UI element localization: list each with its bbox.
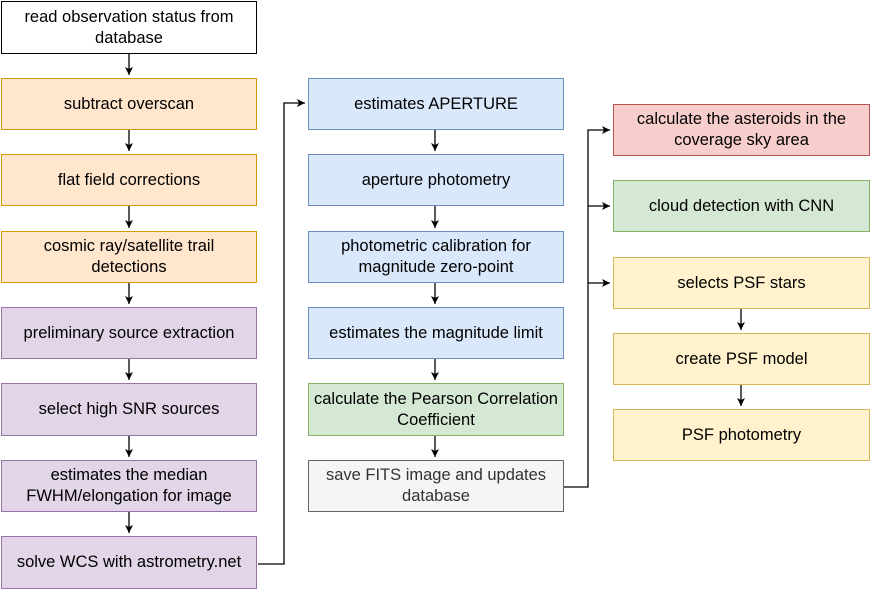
- node-preliminary-source-extraction: preliminary source extraction: [1, 307, 257, 359]
- node-subtract-overscan: subtract overscan: [1, 78, 257, 130]
- node-flat-field-corrections: flat field corrections: [1, 154, 257, 206]
- node-calculate-asteroids: calculate the asteroids in the coverage …: [613, 104, 870, 156]
- node-aperture-photometry: aperture photometry: [308, 154, 564, 206]
- node-selects-psf-stars: selects PSF stars: [613, 257, 870, 309]
- node-create-psf-model: create PSF model: [613, 333, 870, 385]
- node-pearson-correlation: calculate the Pearson Correlation Coeffi…: [308, 383, 564, 436]
- node-median-fwhm-elongation: estimates the median FWHM/elongation for…: [1, 460, 257, 512]
- node-read-observation-status: read observation status from database: [1, 1, 257, 54]
- node-solve-wcs: solve WCS with astrometry.net: [1, 536, 257, 589]
- node-cloud-detection-cnn: cloud detection with CNN: [613, 180, 870, 232]
- edge-b14-b15: [564, 126, 610, 488]
- node-select-high-snr-sources: select high SNR sources: [1, 383, 257, 436]
- node-psf-photometry: PSF photometry: [613, 409, 870, 461]
- edge-b8-b9: [258, 99, 305, 565]
- node-save-fits-image: save FITS image and updates database: [308, 460, 564, 512]
- node-estimates-aperture: estimates APERTURE: [308, 78, 564, 130]
- node-magnitude-limit: estimates the magnitude limit: [308, 307, 564, 359]
- node-cosmic-ray-detections: cosmic ray/satellite trail detections: [1, 231, 257, 283]
- node-photometric-calibration: photometric calibration for magnitude ze…: [308, 231, 564, 283]
